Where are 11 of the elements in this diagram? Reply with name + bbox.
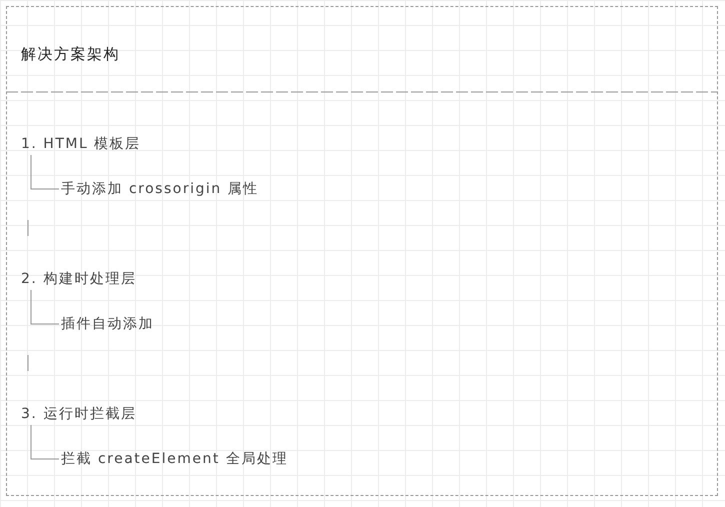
tree-connector (30, 154, 60, 190)
layer-heading: 2. 构建时处理层 (21, 270, 136, 288)
tree-connector (30, 290, 60, 324)
tree-connector (30, 424, 60, 460)
tree-item-text: 拦截 createElement 全局处理 (61, 450, 288, 468)
layer-heading: 3. 运行时拦截层 (21, 405, 136, 423)
layer-heading: 1. HTML 模板层 (21, 135, 141, 153)
dashed-frame (6, 6, 718, 496)
tree-item-text: 插件自动添加 (61, 315, 154, 333)
tree-item-text: 手动添加 crossorigin 属性 (61, 180, 259, 198)
title-text: 解决方案架构 (21, 45, 120, 63)
